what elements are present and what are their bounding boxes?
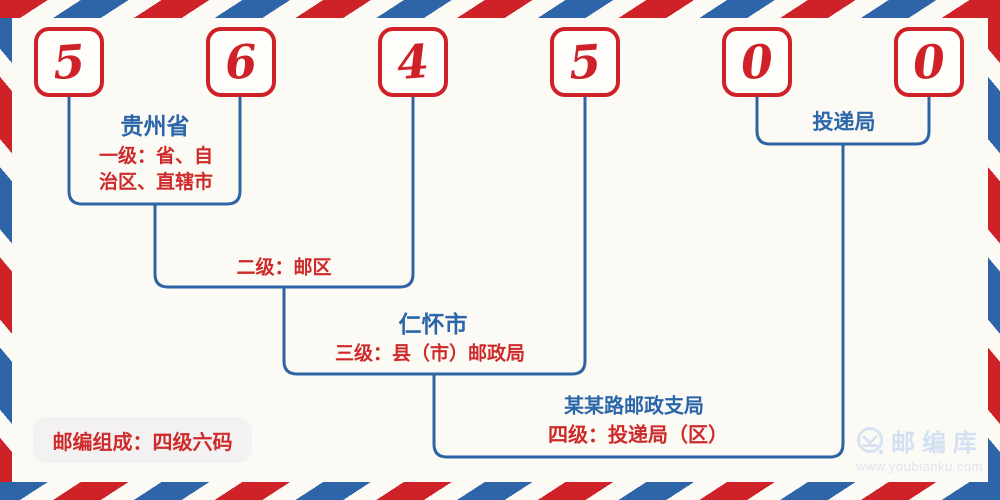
digit-box-6: 0 (894, 27, 964, 97)
city-name: 仁怀市 (398, 312, 468, 337)
envelope-logo-icon (857, 426, 884, 454)
bracket-delivery (755, 97, 931, 146)
digit-box-3: 4 (378, 27, 448, 97)
digit-2: 6 (223, 33, 259, 91)
level1-description: 一级：省、自 治区、直辖市 (98, 146, 214, 193)
bracket-level4 (432, 144, 845, 459)
digit-3: 4 (395, 33, 431, 91)
composition-badge: 邮编组成：四级六码 (33, 417, 252, 463)
branch-office-name: 某某路邮政支局 (564, 395, 704, 418)
watermark-url: www.youbianku.com (856, 459, 983, 474)
digit-box-5: 0 (722, 27, 792, 97)
digit-box-4: 5 (550, 27, 620, 97)
level2-description: 二级：邮区 (236, 257, 332, 279)
delivery-office-label: 投递局 (812, 110, 876, 134)
province-name: 贵州省 (120, 114, 190, 139)
digit-5: 0 (739, 33, 775, 91)
digit-box-2: 6 (206, 27, 276, 97)
watermark-brand: 邮编库 (891, 431, 984, 457)
digit-6: 0 (911, 33, 947, 91)
digit-1: 5 (51, 33, 87, 91)
digit-box-1: 5 (34, 27, 104, 97)
level3-description: 三级：县（市）邮政局 (334, 343, 526, 365)
digit-4: 5 (567, 33, 603, 91)
composition-badge-label: 邮编组成：四级六码 (52, 431, 233, 454)
watermark: 邮编库 www.youbianku.com (856, 423, 992, 474)
level4-description: 四级：投递局（区） (548, 424, 728, 447)
